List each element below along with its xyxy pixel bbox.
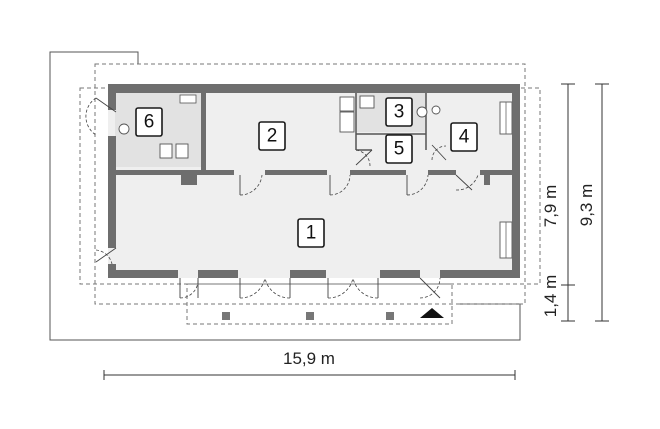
dimension-depth-total-label: 9,3 m <box>577 184 596 227</box>
sink-icon <box>175 143 189 159</box>
wall-south-right <box>440 270 520 278</box>
wall-room6-room2 <box>201 93 206 170</box>
svg-text:4: 4 <box>459 127 470 148</box>
dimension-depth-terrace-label: 1,4 m <box>541 275 560 318</box>
partition-3-5 <box>355 93 427 151</box>
wall-east <box>512 84 520 278</box>
room-label-5: 5 <box>385 134 413 164</box>
dimension-width: 15,9 m <box>103 349 516 380</box>
wall-south-segment-3 <box>290 270 326 278</box>
dimension-width-label: 15,9 m <box>283 349 335 368</box>
windows-east <box>499 101 513 259</box>
wall-west-upper <box>108 84 116 110</box>
wall-south-left <box>108 270 178 278</box>
wall-interior-horizontal <box>116 170 234 175</box>
dimension-depth-main-label: 7,9 m <box>541 185 560 228</box>
terrace-outline <box>186 283 453 325</box>
wall-west-lower <box>108 136 116 248</box>
toilet-icon <box>118 123 130 135</box>
svg-text:2: 2 <box>267 126 278 147</box>
fixtures <box>118 94 441 159</box>
sink-icon <box>159 143 173 159</box>
room-label-4: 4 <box>450 122 478 152</box>
wall-interior-horizontal-3 <box>350 170 406 175</box>
wall-interior-horizontal-2 <box>265 170 327 175</box>
wall-south-segment-2 <box>198 270 238 278</box>
wall-west-bottom <box>108 264 116 278</box>
wall-south-segment-4 <box>380 270 420 278</box>
room-label-2: 2 <box>258 121 286 151</box>
north-arrow-icon <box>420 308 444 318</box>
svg-text:5: 5 <box>394 139 405 160</box>
svg-text:3: 3 <box>394 102 405 123</box>
doors <box>85 97 479 299</box>
room-label-1: 1 <box>297 218 325 248</box>
room-label-6: 6 <box>135 107 163 137</box>
dimension-depth-split: 7,9 m 1,4 m <box>541 83 575 322</box>
svg-text:1: 1 <box>306 223 317 244</box>
dimension-depth-total: 9,3 m <box>577 83 609 322</box>
room-label-3: 3 <box>385 97 413 127</box>
wall-interior-horizontal-4 <box>428 170 456 175</box>
toilet-icon <box>416 106 428 118</box>
roof-outline <box>94 63 526 305</box>
svg-text:6: 6 <box>144 112 155 133</box>
terrace-columns <box>222 312 394 320</box>
column-2 <box>484 175 490 185</box>
column <box>181 175 197 185</box>
wall-north <box>108 84 520 93</box>
wall-interior-horizontal-5 <box>480 170 512 175</box>
